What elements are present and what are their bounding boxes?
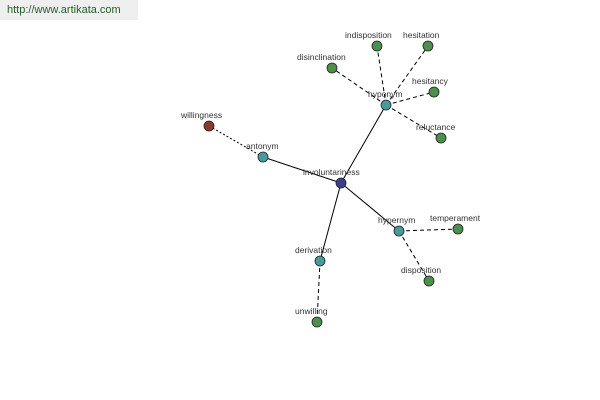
node-label-hypernym[interactable]: hypernym: [378, 215, 415, 225]
node-label-antonym[interactable]: antonym: [246, 141, 279, 151]
edge-hyponym-indisposition: [376, 45, 387, 106]
node-marker-willingness[interactable]: [203, 120, 215, 132]
node-marker-hyponym[interactable]: [380, 99, 392, 111]
node-marker-disposition[interactable]: [423, 275, 435, 287]
node-marker-indisposition[interactable]: [371, 40, 383, 52]
node-derivation[interactable]: derivation: [295, 245, 332, 267]
node-label-disposition[interactable]: disposition: [401, 265, 441, 275]
edge-hyponym-hesitancy: [385, 91, 435, 106]
node-willingness[interactable]: willingness: [180, 110, 222, 132]
edge-involuntariness-derivation: [319, 182, 342, 262]
node-label-involuntariness[interactable]: involuntariness: [303, 167, 360, 177]
node-label-hesitation[interactable]: hesitation: [403, 30, 440, 40]
node-marker-unwilling[interactable]: [311, 316, 323, 328]
node-unwilling[interactable]: unwilling: [295, 306, 328, 328]
nodes-layer: involuntariness antonym willingness hyponym…: [180, 30, 481, 328]
node-label-hesitancy[interactable]: hesitancy: [412, 76, 449, 86]
node-label-indisposition[interactable]: indisposition: [345, 30, 392, 40]
node-label-willingness[interactable]: willingness: [180, 110, 222, 120]
edge-hypernym-disposition: [398, 230, 430, 282]
node-involuntariness[interactable]: involuntariness: [303, 167, 360, 189]
node-disposition[interactable]: disposition: [401, 265, 441, 287]
edge-involuntariness-antonym: [262, 156, 342, 184]
node-antonym[interactable]: antonym: [246, 141, 279, 163]
edge-involuntariness-hyponym: [340, 104, 387, 184]
node-marker-derivation[interactable]: [314, 255, 326, 267]
node-label-reluctance[interactable]: reluctance: [416, 122, 455, 132]
node-hyponym[interactable]: hyponym: [368, 89, 403, 111]
node-temperament[interactable]: temperament: [430, 213, 481, 235]
node-disinclination[interactable]: disinclination: [297, 52, 346, 74]
edge-hyponym-reluctance: [385, 104, 442, 139]
source-url[interactable]: http://www.artikata.com: [0, 0, 138, 20]
node-marker-temperament[interactable]: [452, 223, 464, 235]
node-label-hyponym[interactable]: hyponym: [368, 89, 403, 99]
node-marker-antonym[interactable]: [257, 151, 269, 163]
edge-derivation-unwilling: [316, 260, 321, 323]
node-label-disinclination[interactable]: disinclination: [297, 52, 346, 62]
node-hesitancy[interactable]: hesitancy: [412, 76, 449, 98]
node-label-derivation[interactable]: derivation: [295, 245, 332, 255]
node-reluctance[interactable]: reluctance: [416, 122, 455, 144]
node-hesitation[interactable]: hesitation: [403, 30, 440, 52]
node-marker-involuntariness[interactable]: [335, 177, 347, 189]
edge-hypernym-temperament: [398, 228, 459, 232]
edges-layer: [208, 45, 459, 323]
node-marker-reluctance[interactable]: [435, 132, 447, 144]
edge-involuntariness-hypernym: [340, 182, 400, 232]
edge-hyponym-hesitation: [385, 45, 429, 106]
node-marker-hesitation[interactable]: [422, 40, 434, 52]
node-marker-hypernym[interactable]: [393, 225, 405, 237]
node-indisposition[interactable]: indisposition: [345, 30, 392, 52]
edge-hyponym-disinclination: [331, 67, 387, 106]
node-hypernym[interactable]: hypernym: [378, 215, 415, 237]
node-label-temperament[interactable]: temperament: [430, 213, 481, 223]
node-marker-disinclination[interactable]: [326, 62, 338, 74]
node-label-unwilling[interactable]: unwilling: [295, 306, 328, 316]
node-marker-hesitancy[interactable]: [428, 86, 440, 98]
